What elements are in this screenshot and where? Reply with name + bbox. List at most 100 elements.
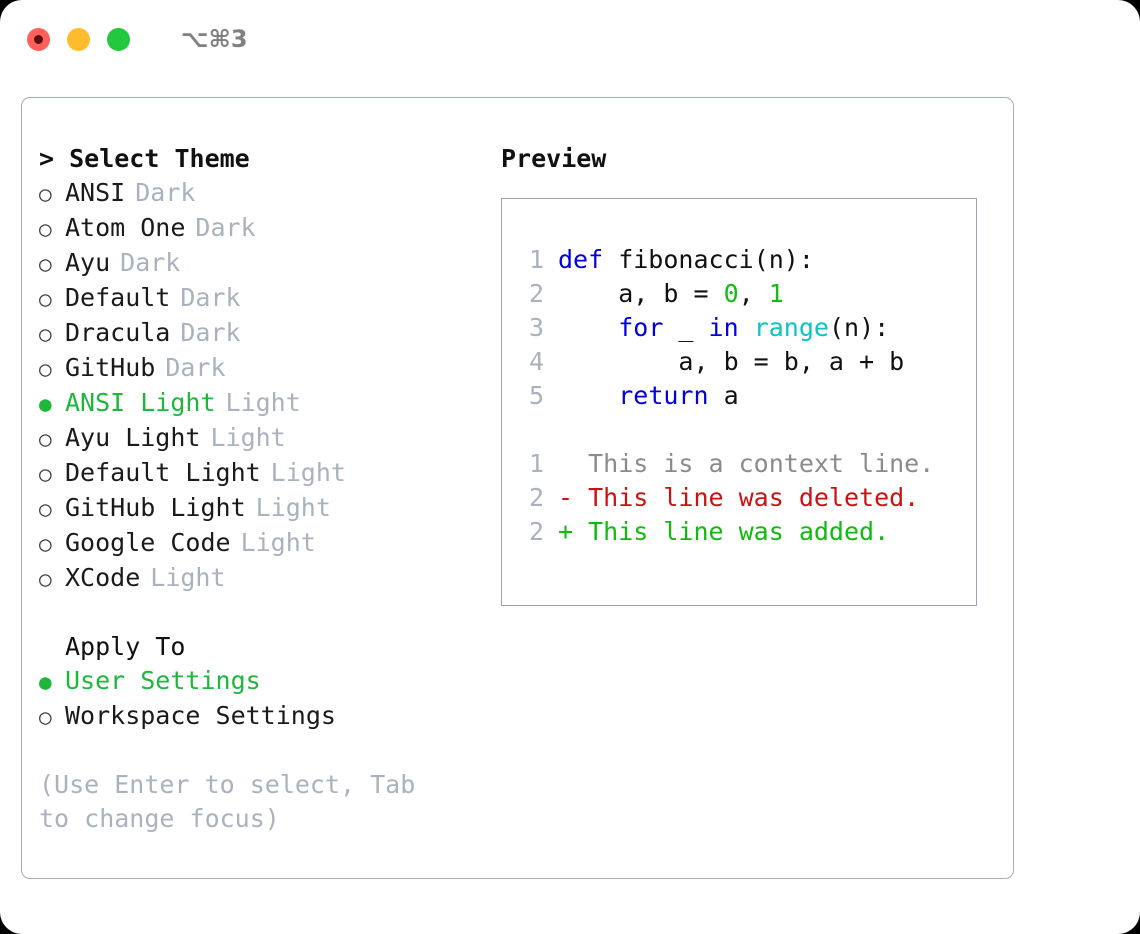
theme-option-label: ANSI [65,178,126,207]
diff-line-2: 2 + This line was added. [520,515,976,549]
diff-line-text: + This line was added. [558,517,890,546]
theme-variant-badge: Light [255,493,331,522]
theme-option-9[interactable]: ○ GitHub Light Light [39,491,501,526]
diff-line-0: 1 This is a context line. [520,447,976,481]
radio-unselected-icon: ○ [39,427,52,451]
radio-unselected-icon: ○ [39,322,52,346]
keyboard-hint-text: (Use Enter to select, Tab to change focu… [39,770,416,833]
theme-option-5[interactable]: ○ GitHub Dark [39,351,501,386]
theme-option-3[interactable]: ○ Default Dark [39,281,501,316]
code-token: a, b = [558,279,724,308]
code-token: return [618,381,709,410]
diff-sample: 1 This is a context line.2- This line wa… [520,447,976,549]
radio-unselected-icon: ○ [39,462,52,486]
code-line-number: 2 [528,279,544,308]
theme-variant-badge: Dark [195,213,256,242]
apply-to-option-0[interactable]: ●User Settings [39,664,501,699]
diff-line-text: - This line was deleted. [558,483,920,512]
theme-variant-badge: Light [225,388,301,417]
theme-option-label: Google Code [65,528,231,557]
theme-option-label: Default [65,283,171,312]
theme-option-label: Ayu [65,248,111,277]
radio-unselected-icon: ○ [39,217,52,241]
code-token: 0 [723,279,739,308]
code-token [739,313,754,342]
theme-variant-badge: Light [270,458,346,487]
minimize-button[interactable] [67,27,90,51]
radio-unselected-icon: ○ [39,497,52,521]
code-line-number: 4 [528,347,544,376]
theme-option-2[interactable]: ○ Ayu Dark [39,246,501,281]
theme-option-0[interactable]: ○ ANSI Dark [39,176,501,211]
code-line-number: 3 [528,313,544,342]
radio-unselected-icon: ○ [39,287,52,311]
diff-line-text: This is a context line. [558,449,935,478]
theme-variant-badge: Dark [165,353,226,382]
radio-unselected-icon: ○ [39,252,52,276]
code-line-number: 5 [528,381,544,410]
radio-unselected-icon: ○ [39,182,52,206]
theme-option-label: Atom One [65,213,186,242]
theme-option-label: Dracula [65,318,171,347]
code-token: (n): [828,313,890,342]
code-line-4: 5 return a [520,379,976,413]
code-token [558,381,618,410]
code-token: for [618,313,664,342]
diff-line-1: 2 - This line was deleted. [520,481,976,515]
keyboard-shortcut-label: ⌥⌘3 [181,25,248,53]
theme-variant-badge: Dark [135,178,196,207]
apply-to-heading: Apply To [65,632,186,661]
apply-to-option-list[interactable]: ●User Settings○Workspace Settings [39,664,501,734]
theme-option-label: GitHub [65,353,156,382]
theme-variant-badge: Dark [180,318,241,347]
code-token: _ [663,313,709,342]
theme-option-label: GitHub Light [65,493,246,522]
code-token: 1 [768,279,784,308]
diff-line-number: 2 [528,483,544,512]
theme-variant-badge: Light [210,423,286,452]
theme-option-1[interactable]: ○ Atom One Dark [39,211,501,246]
code-line-2: 3 for _ in range(n): [520,311,976,345]
code-token: , [738,279,769,308]
code-token [558,313,618,342]
theme-option-8[interactable]: ○ Default Light Light [39,456,501,491]
radio-unselected-icon: ○ [39,532,52,556]
code-token: a, b = b, a + b [558,347,905,376]
close-button[interactable] [27,27,50,51]
radio-unselected-icon: ○ [39,705,52,729]
theme-option-label: XCode [65,563,141,592]
theme-variant-badge: Dark [180,283,241,312]
theme-variant-badge: Light [150,563,226,592]
apply-to-option-1[interactable]: ○Workspace Settings [39,699,501,734]
radio-selected-icon: ● [39,670,52,694]
code-line-3: 4 a, b = b, a + b [520,345,976,379]
maximize-button[interactable] [107,27,130,51]
diff-line-number: 2 [528,517,544,546]
theme-option-4[interactable]: ○ Dracula Dark [39,316,501,351]
code-diff-spacer [520,413,976,447]
select-theme-heading: > Select Theme [39,144,250,173]
radio-unselected-icon: ○ [39,357,52,381]
section-spacer [39,596,501,630]
code-token: range [753,313,829,342]
code-token: def [558,245,604,274]
theme-option-label: Ayu Light [65,423,201,452]
theme-option-7[interactable]: ○ Ayu Light Light [39,421,501,456]
traffic-light-group [27,27,130,51]
theme-option-label: Default Light [65,458,261,487]
diff-line-number: 1 [528,449,544,478]
code-token: a [708,381,739,410]
theme-variant-badge: Dark [120,248,181,277]
